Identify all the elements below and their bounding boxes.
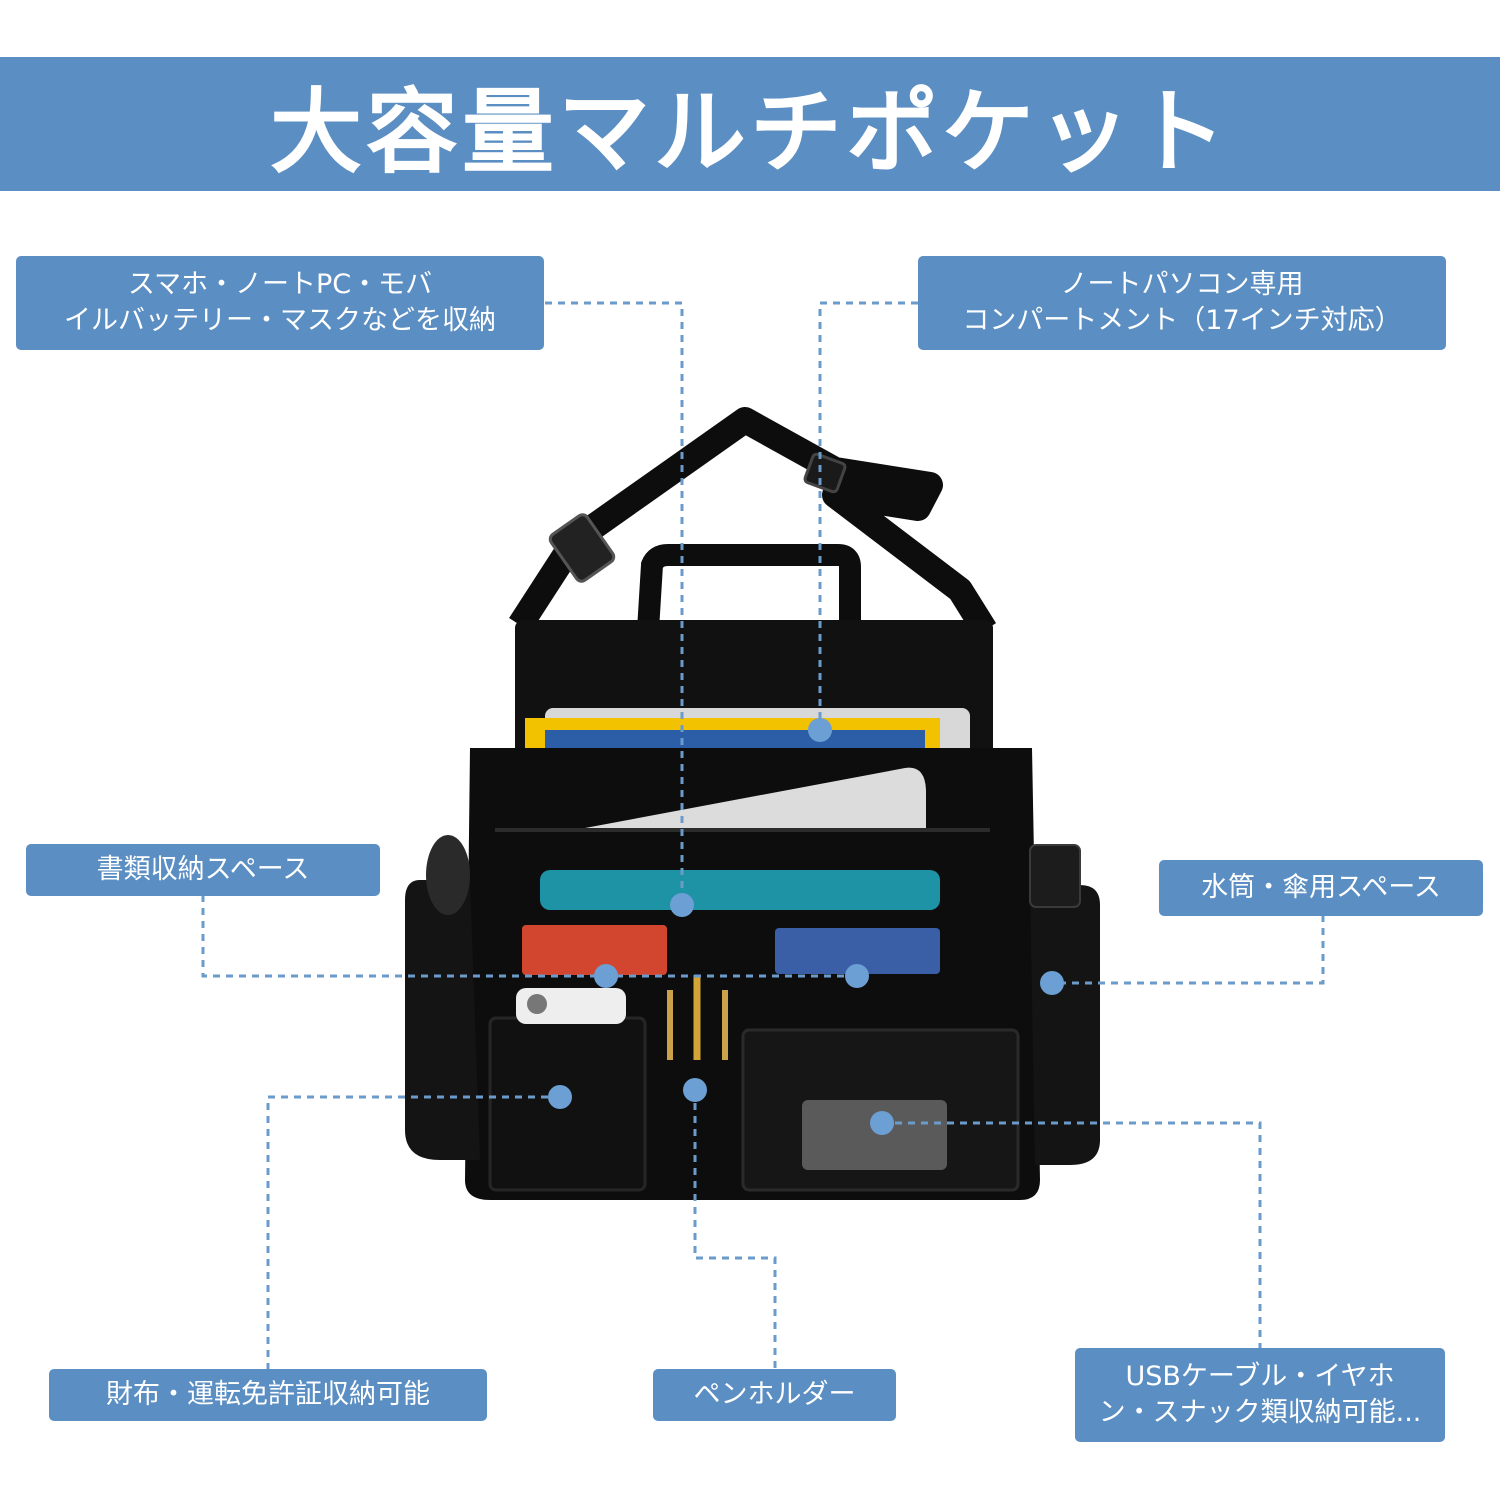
label-pen-holder: ペンホルダー <box>653 1369 896 1421</box>
label-wallet-license: 財布・運転免許証収納可能 <box>49 1369 487 1421</box>
label-document-space: 書類収納スペース <box>26 844 380 896</box>
page-title: 大容量マルチポケット <box>269 78 1230 186</box>
teal-tablet-icon <box>540 870 940 910</box>
bottle-icon <box>1029 844 1081 908</box>
strap-adjuster-icon <box>803 452 847 494</box>
buckle-icon <box>548 513 616 583</box>
top-handle <box>637 544 861 631</box>
right-mesh-pocket <box>1030 885 1100 1165</box>
label-laptop-compartment: ノートパソコン専用 コンパートメント（17インチ対応） <box>918 256 1446 350</box>
title-banner: 大容量マルチポケット <box>0 57 1500 191</box>
shoulder-strap <box>509 407 997 637</box>
label-bottle-umbrella: 水筒・傘用スペース <box>1159 860 1483 916</box>
blue-book-icon <box>775 928 940 974</box>
callout-dots <box>548 718 1064 1135</box>
red-book-icon <box>522 925 667 975</box>
label-phone-pocket: スマホ・ノートPC・モバ イルバッテリー・マスクなどを収納 <box>16 256 544 350</box>
left-mesh-pocket <box>405 880 480 1160</box>
power-bank-icon <box>802 1100 947 1170</box>
umbrella-icon <box>426 835 470 915</box>
tablet-icon <box>585 767 926 828</box>
label-usb-snack: USBケーブル・イヤホ ン・スナック類収納可能... <box>1075 1348 1445 1442</box>
leader-lines <box>201 301 1325 1370</box>
